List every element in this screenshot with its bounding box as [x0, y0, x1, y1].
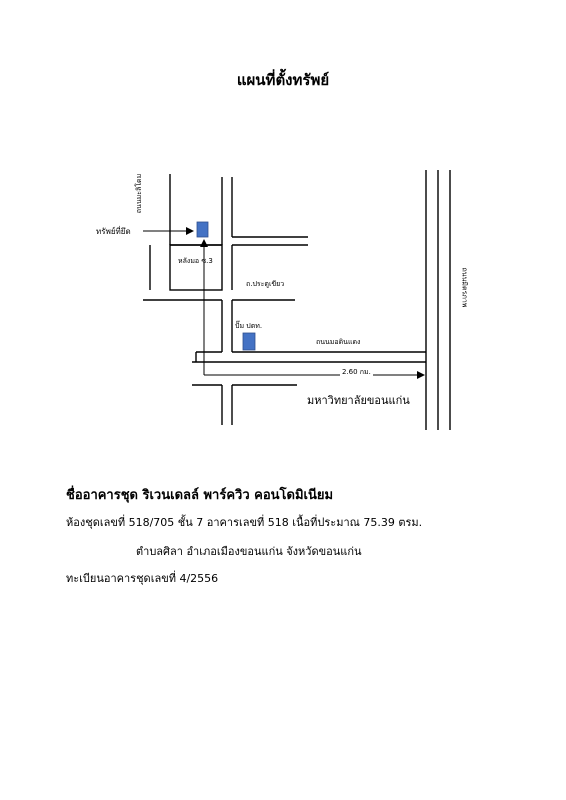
university-label: มหาวิทยาลัยขอนแก่น	[307, 394, 410, 407]
alley-label: หลังมอ ซ.3	[178, 257, 213, 265]
road-lines	[143, 170, 451, 430]
location-details: ตำบลศิลา อำเภอเมืองขอนแก่น จังหวัดขอนแก่…	[136, 545, 362, 558]
page-title: แผนที่ตั้งทรัพย์	[236, 71, 330, 89]
road-middle-label: ถ.ประตูเขียว	[246, 280, 285, 288]
distance-label: 2.60 กม.	[340, 367, 373, 378]
route-path	[143, 227, 425, 379]
road-right-label: ถนนมิตรภาพ	[460, 267, 469, 308]
gas-station-marker	[242, 332, 256, 351]
building-name: ชื่ออาคารชุด ริเวนเดลล์ พาร์ควิว คอนโดมิ…	[66, 488, 334, 503]
property-marker	[196, 221, 209, 238]
gas-station-label: ปั๊ม ปตท.	[235, 322, 263, 330]
road-bottom-label: ถนนมอดินแดง	[316, 338, 361, 346]
registration-details: ทะเบียนอาคารชุดเลขที่ 4/2556	[66, 572, 219, 585]
unit-details: ห้องชุดเลขที่ 518/705 ชั้น 7 อาคารเลขที่…	[66, 516, 423, 529]
alley-block	[169, 244, 223, 291]
property-label: ทรัพย์ที่ยึด	[96, 227, 131, 236]
road-left-label: ถนนมะลิโดม	[135, 173, 144, 214]
